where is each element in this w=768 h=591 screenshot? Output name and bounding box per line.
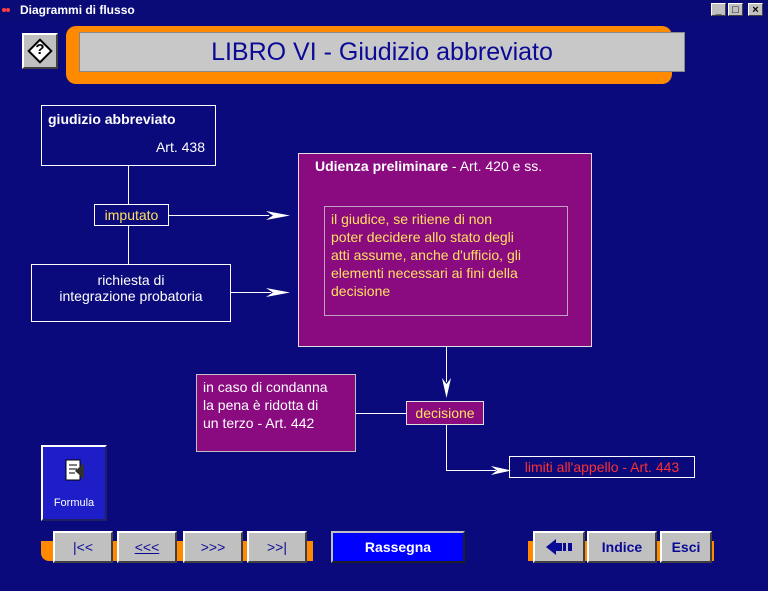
- richiesta-line2: integrazione probatoria: [59, 288, 203, 304]
- giudice-text-line1: il giudice, se ritiene di non: [331, 211, 493, 227]
- giudice-text-line2: poter decidere allo stato degli: [331, 229, 514, 245]
- richiesta-line1: richiesta di: [97, 272, 165, 288]
- formula-icon: [65, 459, 84, 481]
- arrow-imputato-head: [266, 211, 290, 220]
- giudizio-box[interactable]: giudizio abbreviato Art. 438: [41, 105, 216, 166]
- udienza-box[interactable]: Udienza preliminare - Art. 420 e ss. il …: [298, 153, 592, 347]
- app-icon: [2, 8, 10, 12]
- help-icon-label: ?: [35, 41, 45, 58]
- decisione-label: decisione: [415, 405, 475, 421]
- giudice-text-box: il giudice, se ritiene di non poter deci…: [324, 206, 568, 316]
- help-button[interactable]: ?: [22, 33, 58, 69]
- arrow-limiti-head: [491, 466, 511, 475]
- esci-button[interactable]: Esci: [660, 531, 712, 563]
- imputato-box[interactable]: imputato: [94, 204, 169, 226]
- arrow-richiesta-head: [266, 288, 290, 297]
- decisione-box[interactable]: decisione: [406, 401, 484, 425]
- formula-label: Formula: [53, 497, 95, 509]
- condanna-line3: un terzo - Art. 442: [203, 415, 315, 431]
- giudizio-article: Art. 438: [155, 139, 205, 155]
- arrow-richiesta-line: [231, 292, 271, 293]
- giudice-text-line5: decisione: [331, 283, 391, 299]
- udienza-title: Udienza preliminare: [315, 158, 449, 174]
- giudizio-title: giudizio abbreviato: [48, 111, 176, 127]
- udienza-article: - Art. 420 e ss.: [448, 158, 543, 174]
- page-title: LIBRO VI - Giudizio abbreviato: [79, 32, 685, 72]
- condanna-line1: in caso di condanna: [203, 379, 328, 395]
- title-bar: Diagrammi di flusso _ □ ×: [0, 0, 768, 20]
- prev-page-button[interactable]: <<<: [117, 531, 177, 563]
- limiti-label: limiti all'appello - Art. 443: [524, 459, 680, 475]
- arrow-down-head: [442, 378, 451, 398]
- arrow-imputato-line: [169, 215, 269, 216]
- limiti-box[interactable]: limiti all'appello - Art. 443: [509, 456, 695, 478]
- connector-decisione-down: [446, 425, 447, 470]
- main-content: ? LIBRO VI - Giudizio abbreviato giudizi…: [0, 20, 768, 591]
- back-arrow-icon: [546, 539, 572, 555]
- giudice-text-line3: atti assume, anche d'ufficio, gli: [331, 247, 521, 263]
- maximize-button[interactable]: □: [728, 3, 743, 16]
- next-page-button[interactable]: >>>: [183, 531, 243, 563]
- richiesta-box[interactable]: richiesta di integrazione probatoria: [31, 264, 231, 322]
- connector-decisione-right: [446, 470, 496, 471]
- giudice-text-line4: elementi necessari ai fini della: [331, 265, 518, 281]
- indice-button[interactable]: Indice: [587, 531, 657, 563]
- last-page-button[interactable]: >>|: [247, 531, 307, 563]
- udienza-header: Udienza preliminare - Art. 420 e ss.: [315, 158, 542, 174]
- connector-condanna-decisione: [356, 413, 406, 414]
- close-button[interactable]: ×: [748, 3, 763, 16]
- window-title: Diagrammi di flusso: [20, 3, 135, 17]
- arrow-down-line: [446, 347, 447, 382]
- minimize-button[interactable]: _: [711, 3, 726, 16]
- formula-button[interactable]: Formula: [41, 445, 107, 521]
- condanna-line2: la pena è ridotta di: [203, 397, 319, 413]
- imputato-label: imputato: [104, 207, 159, 223]
- rassegna-button[interactable]: Rassegna: [331, 531, 465, 563]
- condanna-box[interactable]: in caso di condanna la pena è ridotta di…: [196, 374, 356, 452]
- back-button[interactable]: [533, 531, 585, 563]
- first-page-button[interactable]: |<<: [53, 531, 113, 563]
